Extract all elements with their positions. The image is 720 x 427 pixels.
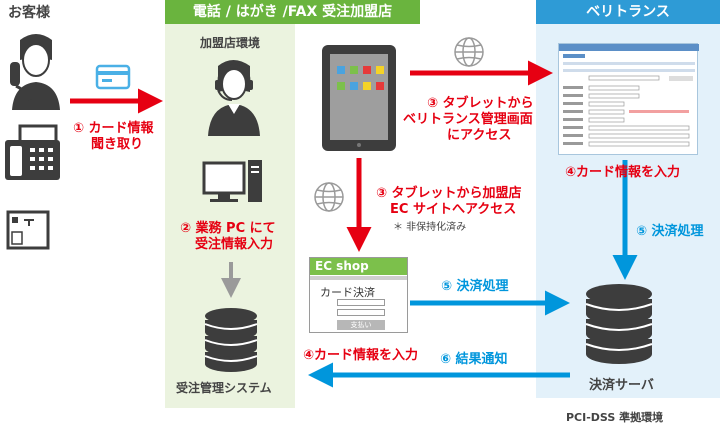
step4-left-label: ④カード情報を入力	[303, 348, 419, 363]
step5-right-label: ⑤ 決済処理	[636, 224, 704, 239]
veritrans-admin-screen	[558, 43, 699, 155]
step3b-label-line2: EC サイトへアクセス	[390, 202, 517, 217]
ec-card-number-field	[337, 299, 385, 306]
pci-dss-label: PCI-DSS 準拠環境	[566, 411, 664, 424]
postcard-icon	[6, 210, 50, 250]
customer-phone-icon	[10, 34, 60, 110]
step3a-label-line2: ベリトランス管理画面	[403, 112, 533, 127]
merchant-env-label: 加盟店環境	[200, 36, 261, 50]
step6-label: ⑥ 結果通知	[440, 352, 508, 367]
credit-card-icon	[95, 64, 131, 90]
ec-shop-bar	[310, 276, 407, 280]
step3a-label-line3: にアクセス	[447, 128, 512, 143]
ec-card-payment-label: カード決済	[320, 286, 375, 299]
operator-icon	[208, 60, 260, 136]
globe-icon	[454, 37, 484, 67]
order-database-icon	[204, 308, 258, 372]
veritrans-header: ベリトランス	[536, 0, 720, 24]
desktop-pc-icon	[202, 160, 262, 202]
merchant-header: 電話 / はがき /FAX 受注加盟店	[165, 0, 420, 24]
step1-label-line2: 聞き取り	[91, 137, 144, 152]
payment-server-icon	[585, 284, 653, 364]
payment-server-label: 決済サーバ	[589, 378, 654, 393]
order-system-label: 受注管理システム	[176, 381, 272, 395]
step1-label-line1: ① カード情報	[73, 121, 154, 136]
customer-title: お客様	[8, 5, 50, 21]
ec-card-expiry-field	[337, 309, 385, 316]
fax-icon	[5, 124, 60, 180]
step2-label-line1: ② 業務 PC にて	[180, 221, 276, 236]
step3b-note: ＊ 非保持化済み	[393, 222, 467, 233]
step2-label-line2: 受注情報入力	[195, 237, 274, 252]
step4-right-label: ④カード情報を入力	[565, 165, 681, 180]
ec-shop-window: EC shop カード決済 支払い	[309, 257, 408, 333]
ec-pay-button: 支払い	[337, 320, 385, 330]
step3a-label-line1: ③ タブレットから	[427, 96, 534, 111]
step5-mid-label: ⑤ 決済処理	[441, 279, 509, 294]
tablet-icon	[322, 45, 396, 151]
globe-icon	[314, 182, 344, 212]
ec-shop-title: EC shop	[310, 258, 407, 275]
step3b-label-line1: ③ タブレットから加盟店	[376, 186, 522, 201]
